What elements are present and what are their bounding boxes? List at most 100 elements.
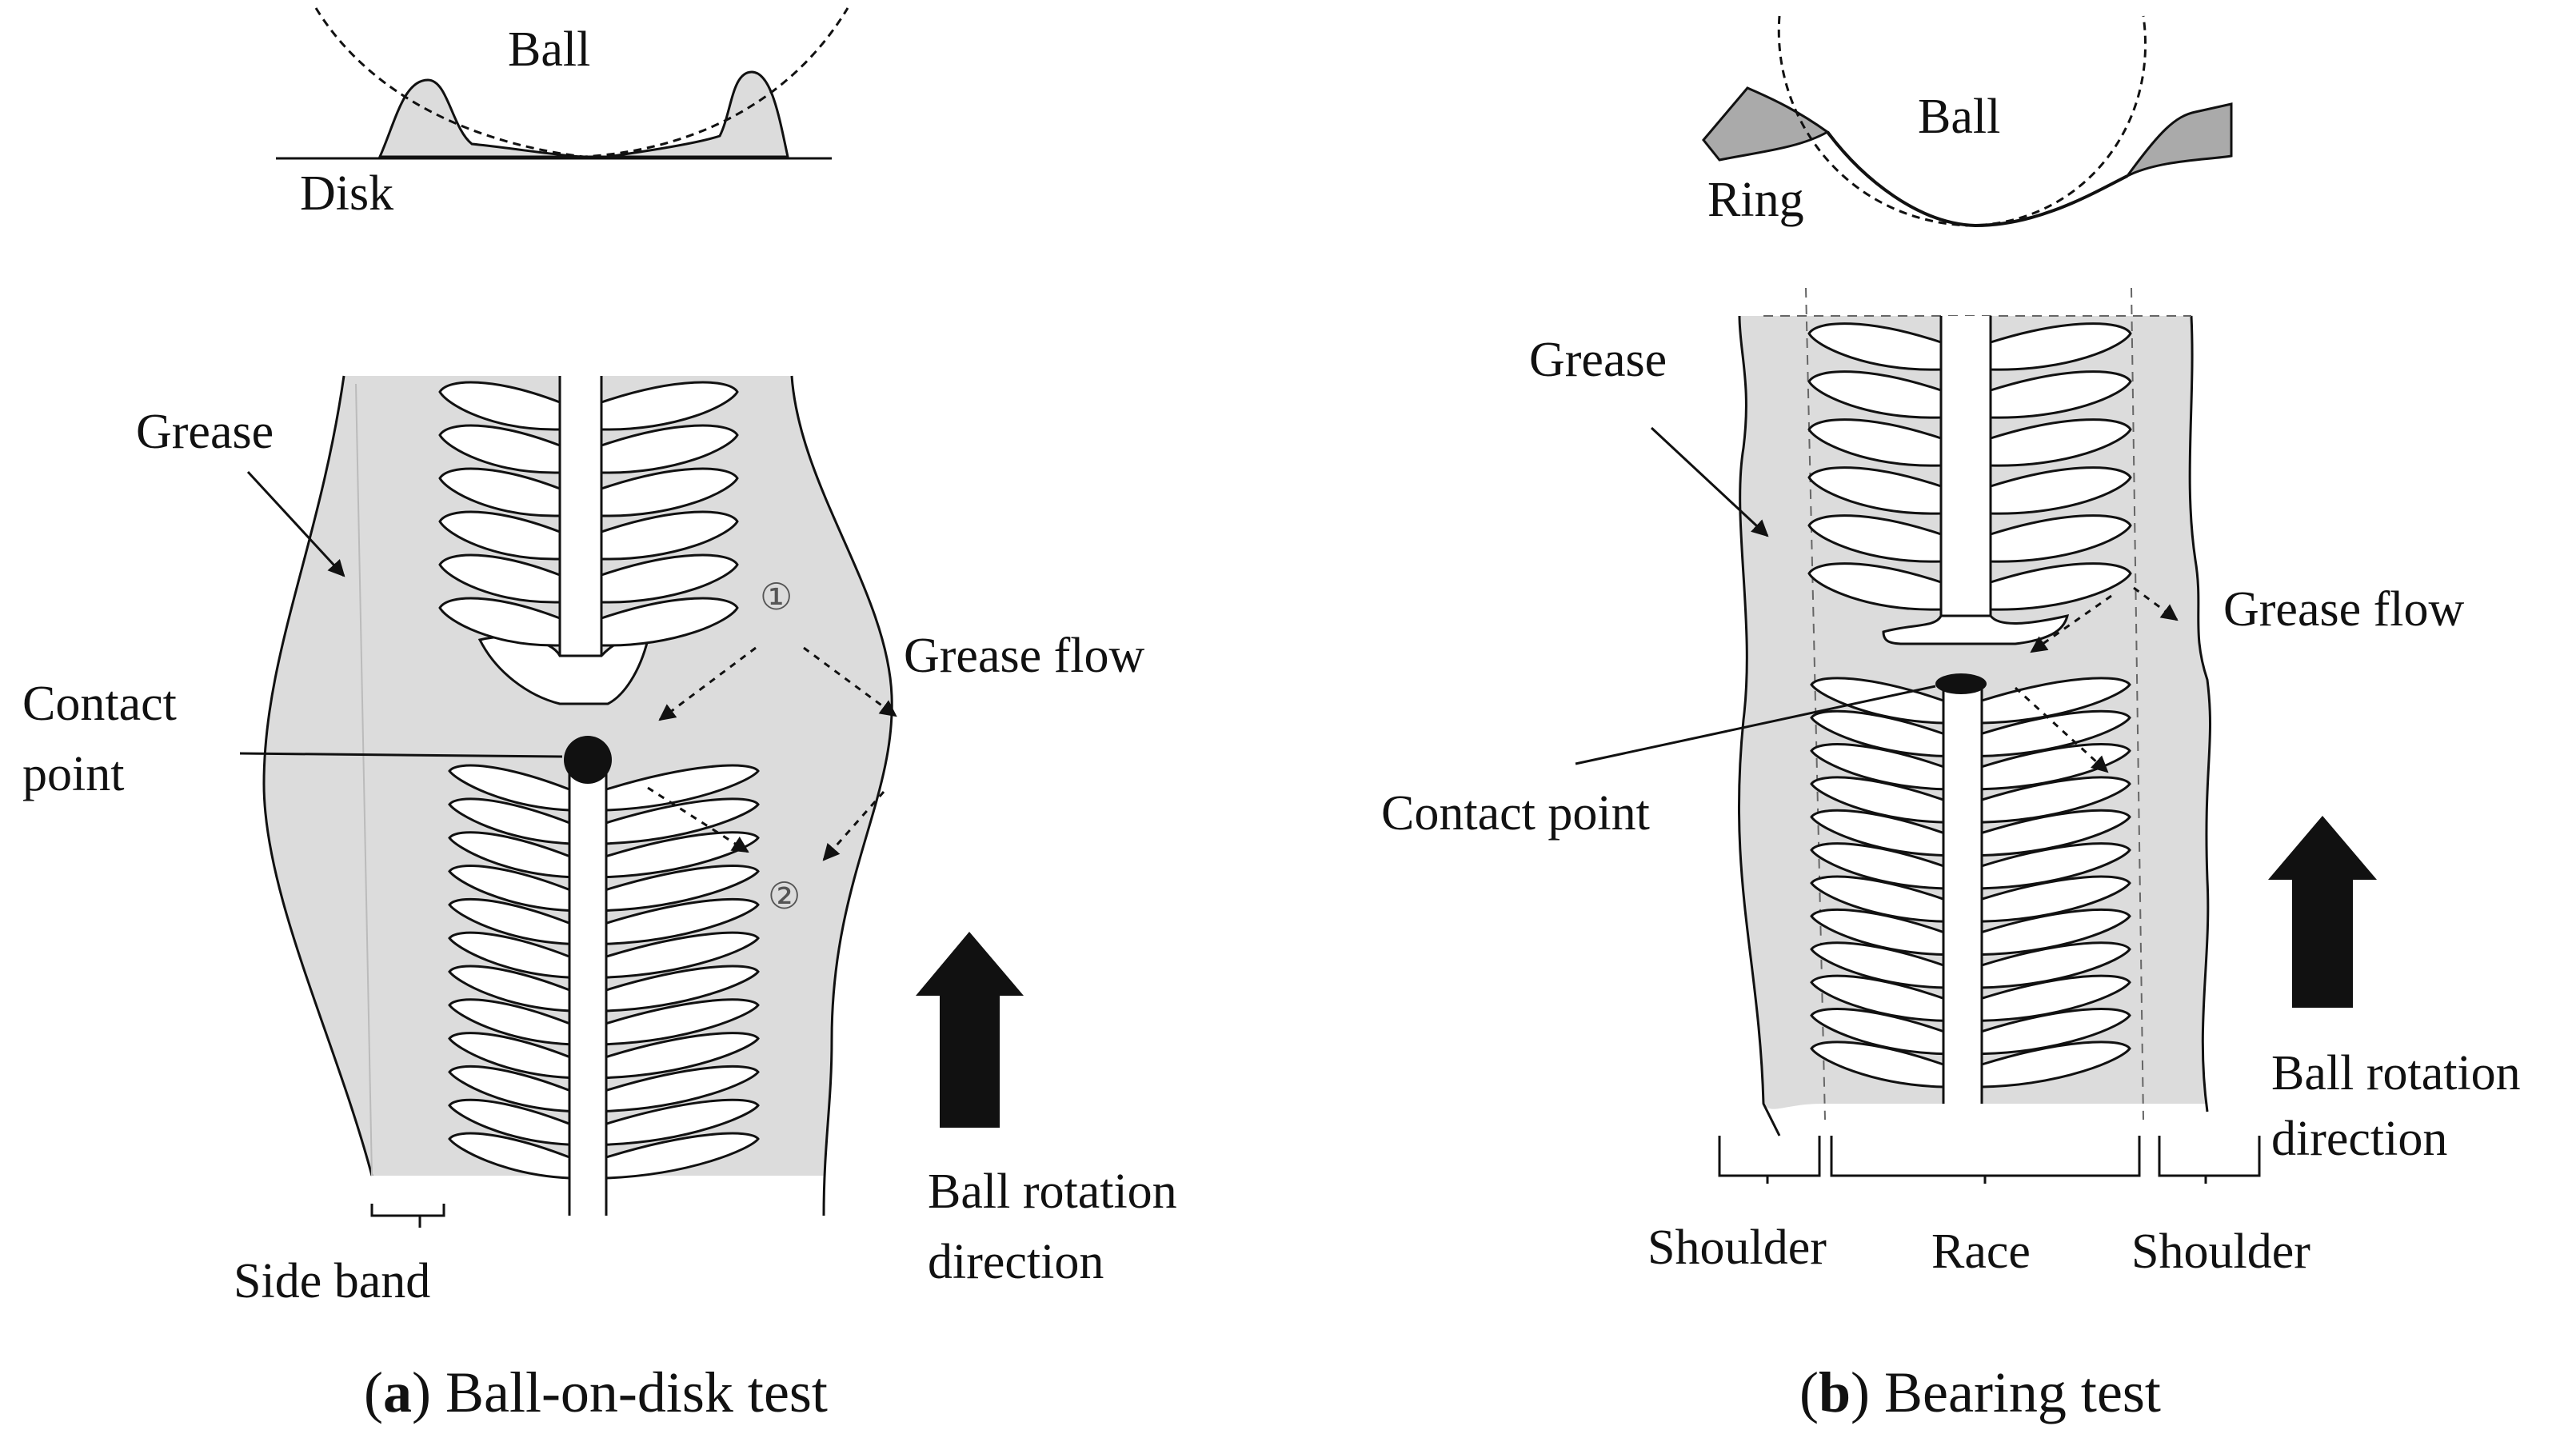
panel-b-upper-lobe-left xyxy=(1807,562,1943,611)
panel-b-track-upper xyxy=(1941,316,1991,620)
panel-b-ball-rotation-arrow xyxy=(2268,816,2377,1008)
panel-a-lower-lobe-left xyxy=(448,897,571,945)
panel-b-ring-race xyxy=(1826,130,2128,228)
panel-a-upper-lobe-right xyxy=(600,467,739,517)
panel-a-grease-left-edge xyxy=(262,375,373,1176)
panel-b-upper-lobe-right xyxy=(1989,370,2132,419)
panel-b-upper-lobe-left xyxy=(1807,466,1943,515)
panel-b-ridge-upper xyxy=(1882,614,2070,645)
panel-b-lower-lobe-right xyxy=(1980,1041,2131,1088)
panel-a-lower-lobe-left xyxy=(448,965,571,1013)
panel-a-lower-lobe-right xyxy=(605,1132,760,1180)
panel-a-lower-lobe-right xyxy=(605,1032,760,1080)
panel-a-disk-label: Disk xyxy=(300,166,393,221)
panel-a-upper-lobe-right xyxy=(600,597,739,647)
panel-a-ball-outline xyxy=(314,7,849,158)
panel-a-upper-lobe-right xyxy=(600,424,739,474)
panel-a-lower-lobe-left xyxy=(448,797,571,845)
panel-a-track-lower xyxy=(569,768,606,1216)
panel-b-ring-label: Ring xyxy=(1707,173,1804,227)
panel-b-grease-right-edge xyxy=(2188,315,2212,1112)
panel-a-grease-leader xyxy=(246,470,345,577)
panel-b-grease-leader xyxy=(1650,426,1769,537)
panel-b-grease-label: Grease xyxy=(1529,333,1667,387)
panel-b-ball-outline xyxy=(1777,15,2147,227)
panel-b-contact-leader xyxy=(1575,685,1936,765)
panel-a-side-band-line xyxy=(355,383,373,1176)
panel-a-side-band-brace xyxy=(370,1204,445,1228)
panel-b-grease-left-edge xyxy=(1737,315,1781,1136)
panel-b-shoulder-right-label: Shoulder xyxy=(2131,1224,2310,1279)
panel-a-upper-lobe-left xyxy=(438,510,561,561)
panel-b-brace-shoulder-left xyxy=(1718,1136,1821,1184)
panel-a-lower-lobe-right xyxy=(605,965,760,1013)
panel-b-upper-lobe-left xyxy=(1807,322,1943,371)
panel-a-caption: (a) Ball-on-disk test xyxy=(364,1360,828,1424)
panel-b-upper-lobe-left xyxy=(1807,418,1943,467)
panel-a-upper-lobe-left xyxy=(438,553,561,604)
panel-b-contact-point xyxy=(1935,673,1987,694)
panel-b-fern-fingers xyxy=(1807,322,2132,1088)
panel-a-upper-lobe-left xyxy=(438,424,561,474)
panel-a-lower-lobe-left xyxy=(448,1132,571,1180)
panel-b-upper-lobe-left xyxy=(1807,514,1943,563)
panel-b-upper-lobe-right xyxy=(1989,562,2132,611)
panel-a-contact-point xyxy=(564,736,612,784)
panel-a-caption-letter: a xyxy=(383,1360,412,1424)
panel-a-lower-lobe-right xyxy=(605,897,760,945)
panel-a-lower-lobe-left xyxy=(448,831,571,879)
panel-b-grease-flow-arrows xyxy=(2014,586,2179,773)
panel-a-lower-lobe-right xyxy=(605,865,760,913)
panel-b-caption-text: Bearing test xyxy=(1870,1360,2161,1424)
panel-a-lower-lobe-left xyxy=(448,998,571,1046)
panel-b-ball-ring-section: Ball Ring xyxy=(1702,15,2233,228)
panel-a-lower-lobe-left xyxy=(448,1065,571,1112)
panel-b-ring-left-shoulder xyxy=(1702,86,1830,162)
panel-a-track-upper xyxy=(560,376,601,696)
panel-a-lower-lobe-right xyxy=(605,797,760,845)
panel-b-track-lower xyxy=(1943,688,1982,1104)
panel-a-upper-lobe-left xyxy=(438,381,561,431)
panel-a-contact-leader xyxy=(239,752,563,758)
panel-b-shoulder-left-label: Shoulder xyxy=(1647,1220,1827,1275)
panel-b-upper-lobe-right xyxy=(1989,322,2132,371)
panel-b-upper-lobe-left xyxy=(1807,370,1943,419)
panel-b-grease-flow-label: Grease flow xyxy=(2223,582,2464,637)
panel-a-grease-flow-arrows xyxy=(647,646,897,861)
panel-b-caption: (b) Bearing test xyxy=(1799,1360,2161,1424)
panel-a-contact-label-line1: Contact xyxy=(22,677,177,731)
panel-a-lower-lobe-left xyxy=(448,931,571,979)
panel-a-ball-rotation-label-line2: direction xyxy=(928,1235,1104,1289)
panel-a-lower-lobe-right xyxy=(605,931,760,979)
panel-a-lower-lobe-left xyxy=(448,1098,571,1146)
panel-a-lower-lobe-left xyxy=(448,764,571,812)
panel-a-grease-right-edge xyxy=(790,375,893,1216)
panel-b-ring-right-shoulder xyxy=(2126,102,2233,178)
panel-a-lower-lobe-left xyxy=(448,1032,571,1080)
panel-a-lower-lobe-right xyxy=(605,998,760,1046)
panel-a-lower-lobe-right xyxy=(605,1098,760,1146)
panel-a-ball-disk-section: Ball Disk xyxy=(276,7,849,221)
panel-a-upper-lobe-right xyxy=(600,553,739,604)
panel-b-ball-rotation-label-line1: Ball rotation xyxy=(2271,1046,2521,1100)
panel-a-grease-label: Grease xyxy=(136,405,274,459)
panel-b-upper-lobe-right xyxy=(1989,418,2132,467)
panel-a-grease-flow-label: Grease flow xyxy=(904,629,1144,683)
panel-a-upper-lobe-right xyxy=(600,381,739,431)
panel-b-caption-letter: b xyxy=(1819,1360,1851,1424)
panel-a-lower-lobe-right xyxy=(605,1065,760,1112)
panel-a-ball-rotation-arrow xyxy=(916,932,1024,1128)
panel-b-lower-lobe-left xyxy=(1810,1041,1945,1088)
panel-a-upper-lobe-right xyxy=(600,510,739,561)
panel-a-lower-lobe-right xyxy=(605,831,760,879)
panel-a-caption-text: Ball-on-disk test xyxy=(431,1360,828,1424)
panel-b-ball-rotation-label-line2: direction xyxy=(2271,1112,2447,1166)
panel-a-grease-side-mounds xyxy=(377,70,789,158)
panel-a-lower-lobe-left xyxy=(448,865,571,913)
panel-a-contact-label-line2: point xyxy=(22,747,124,801)
panel-b-braces xyxy=(1718,1136,2261,1184)
panel-b-contact-point-label: Contact point xyxy=(1381,786,1650,841)
panel-b-ball-label: Ball xyxy=(1918,90,2000,144)
panel-b-upper-lobe-right xyxy=(1989,466,2132,515)
